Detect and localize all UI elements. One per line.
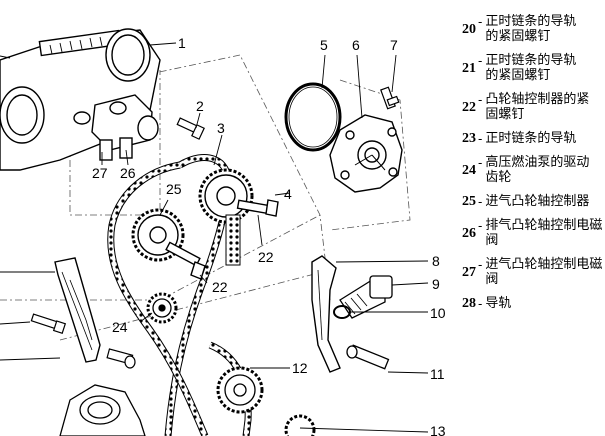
legend-text: 正时链条的导轨	[485, 131, 577, 146]
bolt-2	[176, 117, 205, 140]
callout-6: 6	[352, 37, 360, 53]
legend-number: 27	[462, 265, 476, 280]
guide-pin	[346, 344, 390, 370]
callout-4: 4	[284, 186, 292, 202]
legend-text: 进气凸轮轴控制电磁	[485, 257, 603, 272]
callout-24: 24	[112, 319, 128, 335]
parts-legend: 20- 正时链条的导轨的紧固螺钉 21- 正时链条的导轨的紧固螺钉 22- 凸轮…	[462, 14, 605, 320]
callout-3: 3	[217, 120, 225, 136]
chain-guide-left	[54, 257, 101, 363]
solenoid-valves	[73, 94, 159, 161]
pump-housing	[329, 114, 403, 193]
legend-text: 导轨	[485, 296, 512, 311]
callout-7: 7	[390, 37, 398, 53]
legend-number: 24	[462, 163, 476, 178]
o-ring	[284, 82, 342, 152]
legend-text: 凸轮轴控制器的紧	[485, 92, 590, 107]
callout-11: 11	[430, 366, 445, 382]
legend-text: 高压燃油泵的驱动	[485, 155, 590, 170]
legend-item-26: 26- 排气凸轮轴控制电磁阀	[462, 218, 603, 248]
callout-22b: 22	[212, 279, 228, 295]
exhaust-camshaft-sprocket	[198, 168, 279, 266]
legend-number: 28	[462, 296, 476, 311]
legend-text: 排气凸轮轴控制电磁	[485, 218, 603, 233]
legend-number: 23	[462, 131, 476, 146]
legend-item-24: 24- 高压燃油泵的驱动齿轮	[462, 155, 590, 185]
legend-item-21: 21- 正时链条的导轨的紧固螺钉	[462, 53, 577, 83]
legend-text-cont: 阀	[485, 233, 499, 248]
legend-text: 正时链条的导轨	[485, 14, 577, 29]
legend-number: 26	[462, 226, 476, 241]
callout-8: 8	[432, 253, 440, 269]
legend-number: 22	[462, 100, 476, 115]
legend-item-25: 25- 进气凸轮轴控制器	[462, 194, 590, 209]
callout-2: 2	[196, 98, 204, 114]
intake-camshaft-controller	[131, 208, 206, 280]
leader-lines	[0, 42, 429, 433]
bolt-7	[380, 86, 400, 110]
legend-item-22: 22- 凸轮轴控制器的紧固螺钉	[462, 92, 590, 122]
crankshaft-sprocket	[216, 366, 316, 436]
legend-number: 25	[462, 194, 476, 209]
legend-text-cont: 齿轮	[485, 170, 512, 185]
legend-number: 21	[462, 61, 476, 76]
housing-ribs	[49, 36, 103, 55]
guide-bolts	[30, 313, 136, 369]
legend-item-23: 23- 正时链条的导轨	[462, 131, 577, 146]
callout-27: 27	[92, 165, 108, 181]
legend-item-28: 28- 导轨	[462, 296, 512, 311]
callout-26: 26	[120, 165, 136, 181]
callout-13: 13	[430, 423, 446, 436]
tensioner-rail	[311, 255, 341, 373]
callout-22a: 22	[258, 249, 274, 265]
legend-text-cont: 固螺钉	[485, 107, 525, 122]
legend-text: 进气凸轮轴控制器	[485, 194, 590, 209]
callout-25: 25	[166, 181, 182, 197]
legend-number: 20	[462, 22, 476, 37]
callout-labels: 1 2 3 4 5 6 7 8 9 10 11 12 13 22 22 24 2…	[92, 35, 446, 436]
callout-1: 1	[178, 35, 186, 51]
callout-5: 5	[320, 37, 328, 53]
legend-text-cont: 阀	[485, 272, 499, 287]
callout-10: 10	[430, 305, 446, 321]
high-pressure-pump-gear	[146, 292, 178, 324]
front-cover-fragment	[59, 384, 146, 436]
legend-item-27: 27- 进气凸轮轴控制电磁阀	[462, 257, 603, 287]
legend-item-20: 20- 正时链条的导轨的紧固螺钉	[462, 14, 577, 44]
camshaft-housing	[0, 28, 161, 171]
legend-text-cont: 的紧固螺钉	[485, 68, 551, 83]
callout-9: 9	[432, 276, 440, 292]
chain-tensioner	[339, 275, 393, 319]
legend-text-cont: 的紧固螺钉	[485, 29, 551, 44]
callout-12: 12	[292, 360, 308, 376]
legend-text: 正时链条的导轨	[485, 53, 577, 68]
